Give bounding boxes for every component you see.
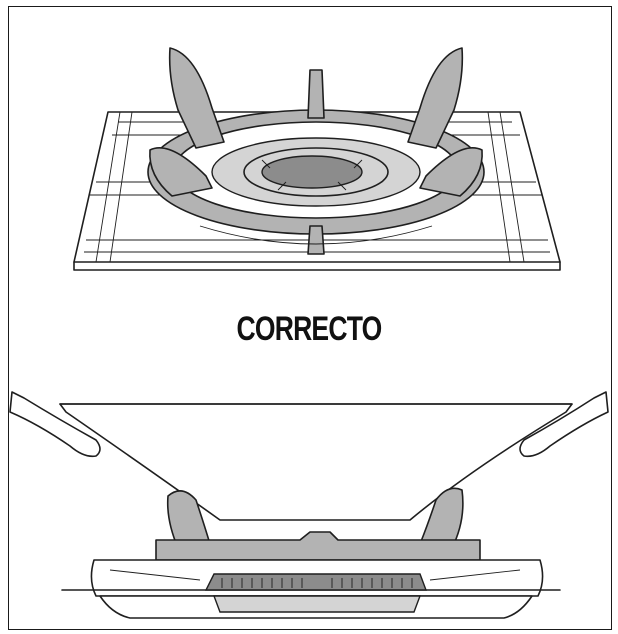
- wok-handle-left: [9, 391, 101, 458]
- side-support-fin-left: [166, 490, 211, 549]
- side-burner-base: [212, 595, 422, 613]
- caption-correcto: CORRECTO: [236, 310, 382, 348]
- support-peg-front: [307, 225, 325, 255]
- side-burner-head: [204, 573, 428, 591]
- top-view-hob: [73, 47, 561, 271]
- hob-reflection-lines: [109, 569, 521, 581]
- hob-grate-edge: [73, 261, 561, 271]
- support-peg-back: [307, 69, 325, 119]
- burner-flame-ports: [261, 159, 363, 191]
- wok-bowl: [59, 403, 573, 521]
- burner-ring: [243, 147, 389, 197]
- support-arm-right: [407, 47, 464, 149]
- side-view-wok: [9, 391, 609, 619]
- support-ring-shadow: [199, 225, 433, 245]
- burner-cap: [261, 155, 363, 189]
- side-support-fin-right: [419, 487, 464, 549]
- hob-grate-side-bars: [95, 111, 525, 263]
- support-arm-front-left: [149, 147, 213, 197]
- side-burner-ports: [221, 578, 413, 588]
- support-arm-left: [168, 47, 225, 149]
- wok-handle-right: [519, 391, 609, 458]
- support-arm-front-right: [419, 147, 483, 197]
